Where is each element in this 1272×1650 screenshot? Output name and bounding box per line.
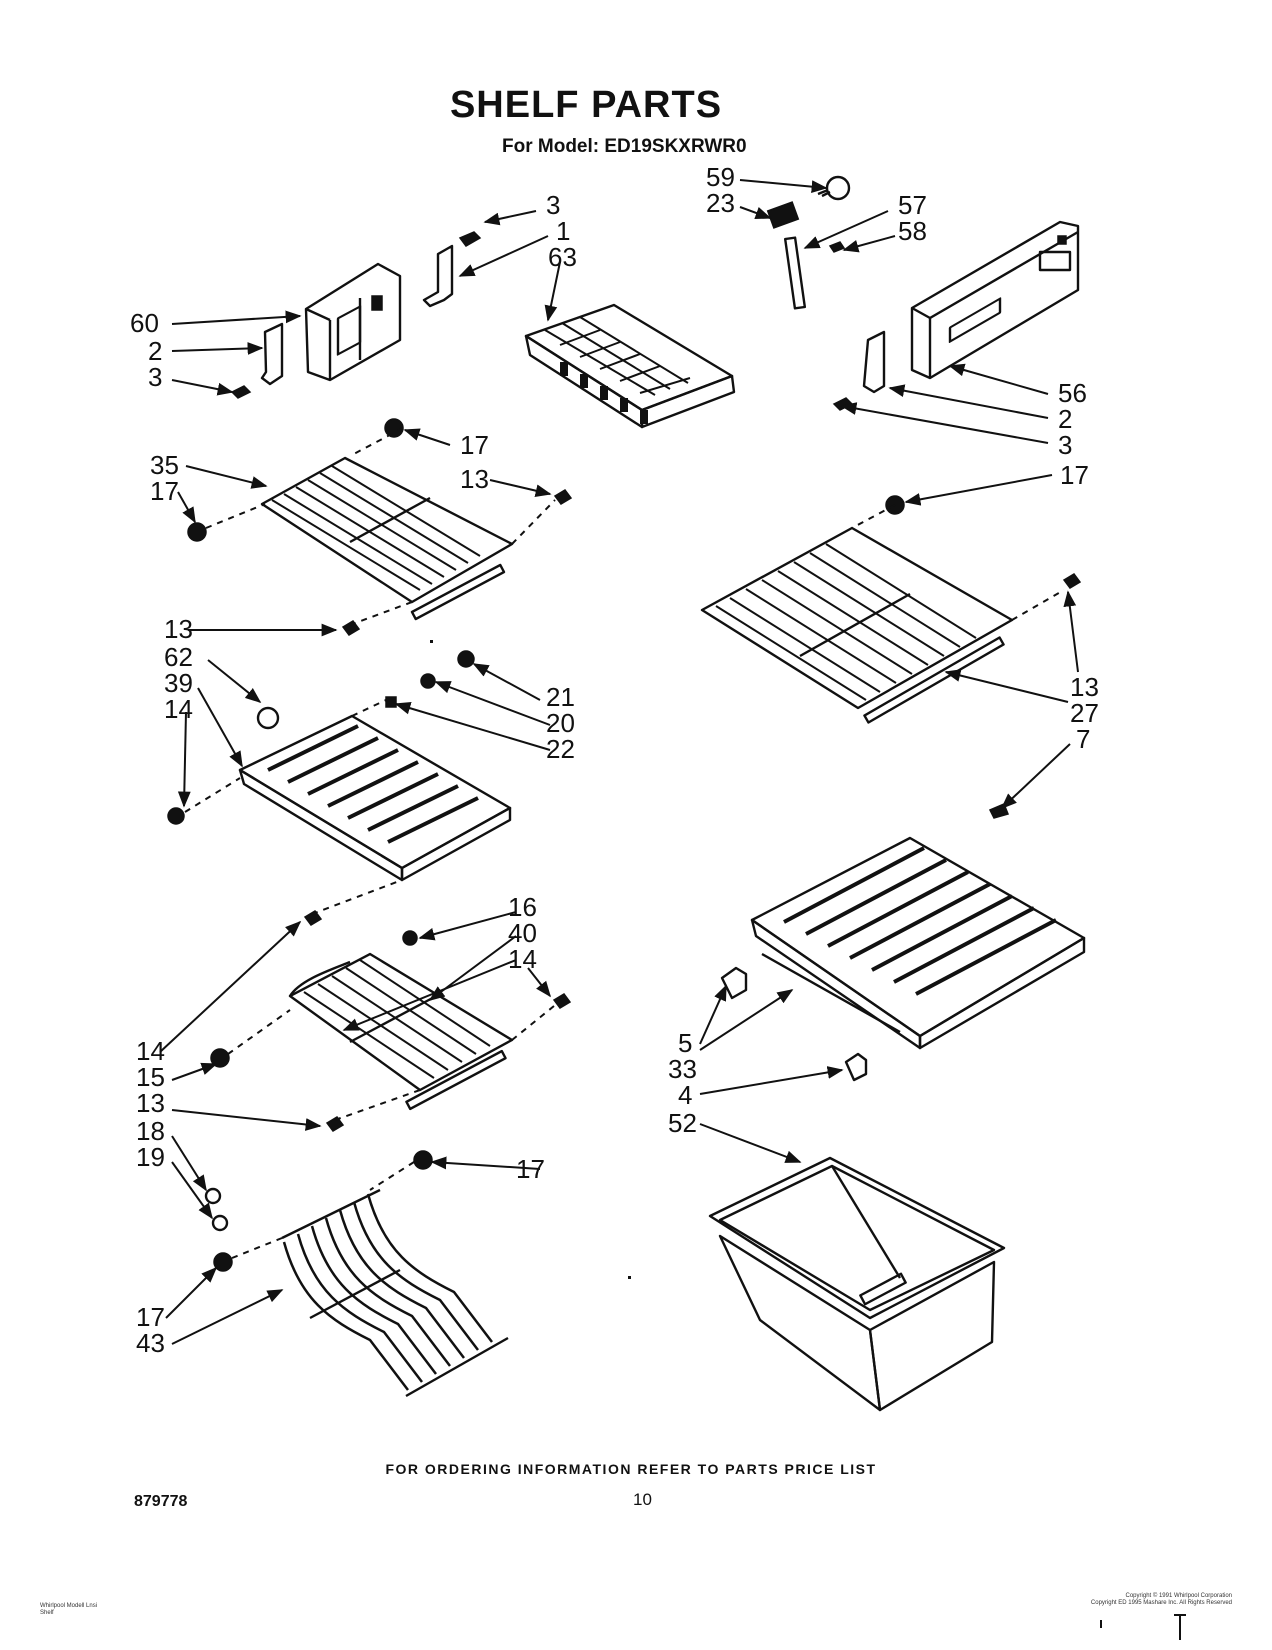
callout-62: 62 [164, 642, 193, 672]
callout-23: 23 [706, 188, 735, 218]
callout-1: 1 [556, 216, 570, 246]
fresh-food-wire-shelf-upper [700, 495, 1082, 819]
callout-14: 14 [164, 694, 193, 724]
callout-14: 14 [508, 944, 537, 974]
callout-20: 20 [546, 708, 575, 738]
freezer-wire-shelf [187, 418, 573, 636]
callout-17: 17 [460, 430, 489, 460]
ice-cube-tray [524, 303, 736, 429]
scan-marks [430, 640, 1186, 1640]
callout-4: 4 [678, 1080, 692, 1110]
callout-35: 35 [150, 450, 179, 480]
callout-56: 56 [1058, 378, 1087, 408]
callout-13: 13 [136, 1088, 165, 1118]
callout-27: 27 [1070, 698, 1099, 728]
callout-40: 40 [508, 918, 537, 948]
callout-13: 13 [1070, 672, 1099, 702]
callout-22: 22 [546, 734, 575, 764]
callout-16: 16 [508, 892, 537, 922]
bracket-left [230, 322, 284, 399]
callout-21: 21 [546, 682, 575, 712]
bracket-top-left [422, 231, 482, 308]
callout-5: 5 [678, 1028, 692, 1058]
ordering-info-note: FOR ORDERING INFORMATION REFER TO PARTS … [385, 1461, 877, 1477]
callout-17: 17 [1060, 460, 1089, 490]
callout-labels: 3 1 63 60 2 3 59 23 57 58 56 2 3 35 17 1… [130, 162, 1099, 1358]
document-number: 879778 [134, 1493, 188, 1510]
page-number: 10 [633, 1490, 652, 1509]
glass-shelf-right [720, 836, 1086, 1082]
page-title: SHELF PARTS [449, 84, 723, 126]
callout-39: 39 [164, 668, 193, 698]
callout-57: 57 [898, 190, 927, 220]
callout-17: 17 [516, 1154, 545, 1184]
callout-14: 14 [136, 1036, 165, 1066]
callout-60: 60 [130, 308, 159, 338]
callout-63: 63 [548, 242, 577, 272]
copyright-fineprint: Copyright © 1991 Whirlpool Corporation C… [1090, 1593, 1232, 1606]
callout-7: 7 [1076, 724, 1090, 754]
callout-58: 58 [898, 216, 927, 246]
callout-33: 33 [668, 1054, 697, 1084]
callout-3: 3 [546, 190, 560, 220]
freezer-light-panel [304, 262, 402, 382]
callout-3: 3 [1058, 430, 1072, 460]
callout-43: 43 [136, 1328, 165, 1358]
callout-13: 13 [460, 464, 489, 494]
crisper-drawer [708, 1156, 1006, 1412]
light-socket-assembly [766, 175, 851, 310]
wire-shelf-lower-left [210, 930, 572, 1132]
wire-shelf-bottom [204, 1150, 509, 1398]
glass-shelf-left [167, 650, 512, 926]
callout-52: 52 [668, 1108, 697, 1138]
callout-13: 13 [164, 614, 193, 644]
callout-19: 19 [136, 1142, 165, 1172]
callout-17: 17 [150, 476, 179, 506]
leader-lines [159, 179, 1079, 1345]
callout-18: 18 [136, 1116, 165, 1146]
callout-15: 15 [136, 1062, 165, 1092]
callout-3: 3 [148, 362, 162, 392]
callout-2: 2 [1058, 404, 1072, 434]
model-subtitle: For Model: ED19SKXRWR0 [502, 136, 747, 157]
callout-2: 2 [148, 336, 162, 366]
callout-17: 17 [136, 1302, 165, 1332]
footer-left-fineprint: Whirlpool Modell Lnsi Shelf [40, 1603, 98, 1616]
fresh-food-control-panel [910, 220, 1080, 380]
bracket-right [832, 330, 886, 411]
callout-59: 59 [706, 162, 735, 192]
